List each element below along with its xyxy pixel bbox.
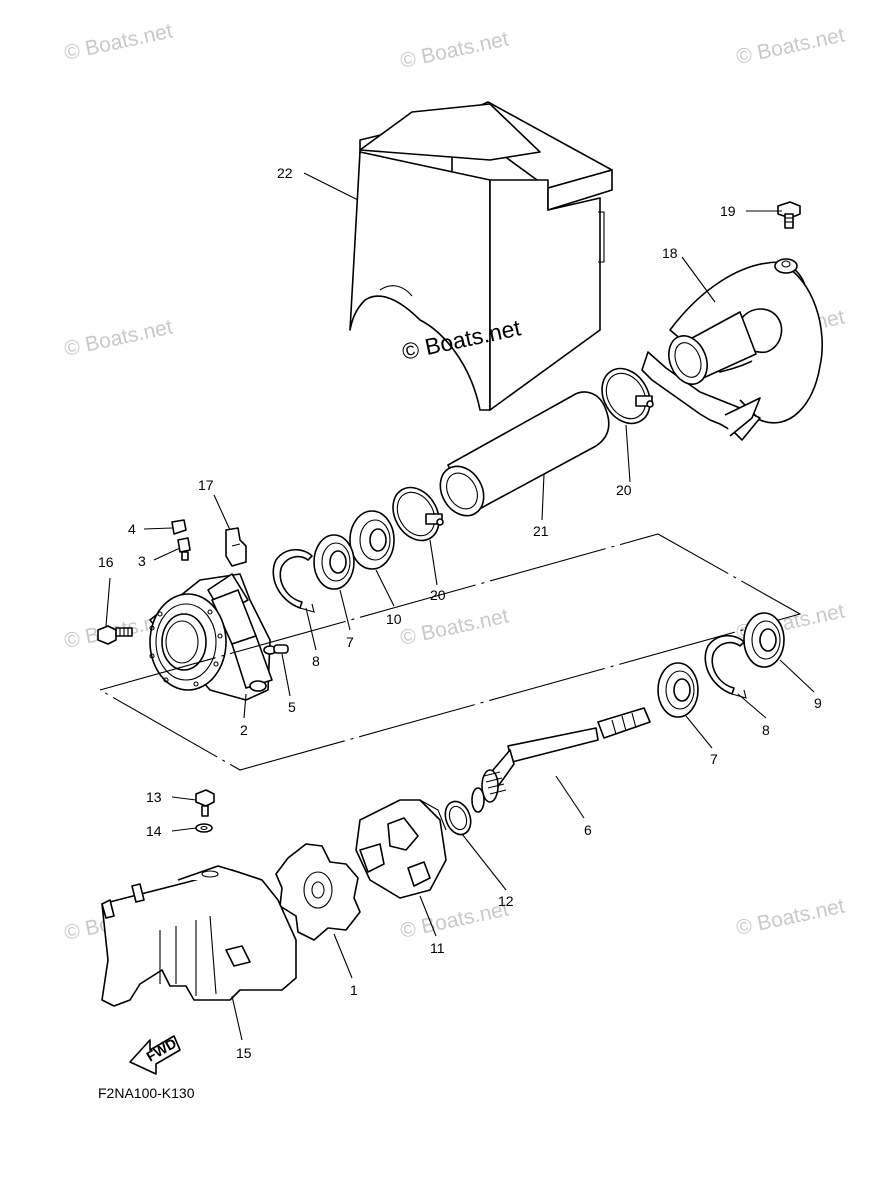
part-12-washer: [444, 800, 472, 836]
fwd-arrow-icon: FWD: [129, 1035, 181, 1075]
part-13-bolt: [195, 789, 215, 817]
watermark: © Boats.net: [398, 897, 511, 942]
callout-21: 21: [533, 523, 549, 539]
callout-20-upper: 20: [616, 482, 632, 498]
callout-22: 22: [277, 165, 293, 181]
callout-5: 5: [288, 699, 296, 715]
part-11-coupling: [355, 799, 447, 899]
part-7-bearing-upper: [313, 534, 355, 590]
part-2-pump-housing: [149, 573, 277, 701]
callout-17: 17: [198, 477, 214, 493]
watermark: © Boats.net: [734, 23, 847, 68]
callout-12: 12: [498, 893, 514, 909]
callout-2: 2: [240, 722, 248, 738]
part-10-bearing: [349, 510, 395, 570]
part-20-clamp-upper: [601, 367, 654, 425]
mounting-plane: [99, 533, 802, 771]
callout-15: 15: [236, 1045, 252, 1061]
part-17-plate: [225, 527, 247, 567]
callout-11: 11: [430, 940, 445, 956]
callout-10: 10: [386, 611, 402, 627]
part-8-circlip-lower: [704, 634, 747, 699]
part-15-bracket: [101, 865, 297, 1007]
part-5-pin: [273, 644, 289, 654]
part-7-bearing-lower: [657, 662, 699, 718]
part-16-bolt: [97, 625, 133, 645]
callout-8-upper: 8: [312, 653, 320, 669]
callout-18: 18: [662, 245, 678, 261]
callout-13: 13: [146, 789, 162, 805]
callout-7-upper: 7: [346, 634, 354, 650]
callout-14: 14: [146, 823, 162, 839]
part-18-nozzle: [641, 258, 823, 441]
watermark: © Boats.net: [398, 27, 511, 72]
part-22-cover: [349, 101, 613, 411]
callout-8-lower: 8: [762, 722, 770, 738]
watermark: © Boats.net: [62, 315, 175, 360]
callout-6: 6: [584, 822, 592, 838]
part-14-washer: [195, 823, 213, 833]
callout-1: 1: [350, 982, 358, 998]
part-20-clamp-lower: [392, 486, 444, 542]
callout-4: 4: [128, 521, 136, 537]
callout-20-lower: 20: [430, 587, 446, 603]
part-6-drive-shaft: [471, 707, 651, 813]
part-8-circlip-upper: [272, 548, 315, 613]
drawing-code: F2NA100-K130: [98, 1085, 195, 1101]
watermark: © Boats.net: [398, 604, 511, 649]
callout-3: 3: [138, 553, 146, 569]
callout-9: 9: [814, 695, 822, 711]
part-21-hose: [439, 391, 610, 517]
part-19-bolt: [777, 201, 801, 229]
leader-lines: [105, 172, 815, 1041]
callout-7-lower: 7: [710, 751, 718, 767]
callout-19: 19: [720, 203, 736, 219]
watermark: © Boats.net: [62, 19, 175, 64]
callout-16: 16: [98, 554, 114, 570]
part-3-grease-nipple: [177, 537, 191, 561]
part-4-cap: [171, 519, 187, 535]
part-1-damper: [275, 843, 361, 941]
callout-labels: 22 19 18 17 4 3 16 20 21 20 10 7 8 5 2 9…: [98, 165, 822, 1061]
watermark: © Boats.net: [734, 894, 847, 939]
part-9-bearing: [743, 612, 785, 668]
